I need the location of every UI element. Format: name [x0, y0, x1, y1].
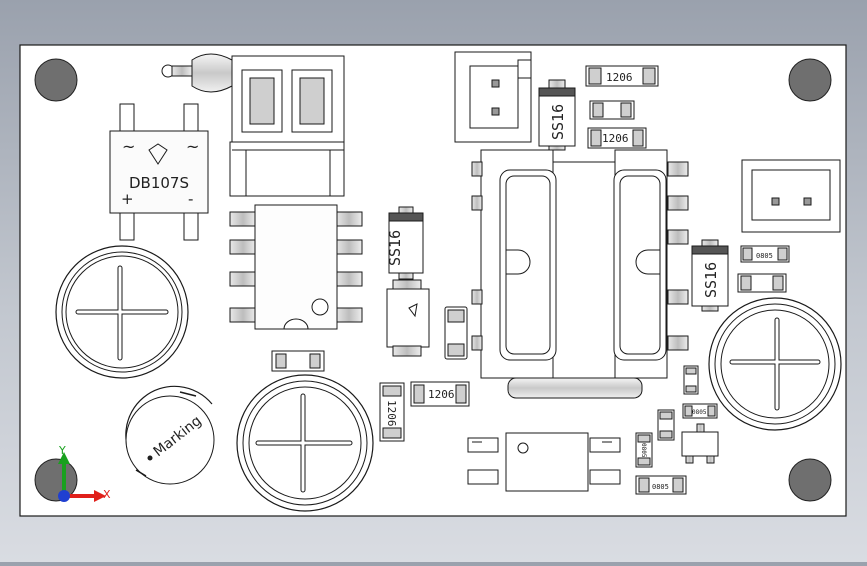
electrolytic-cap-right: [708, 297, 842, 431]
bridge-minus-symbol: -: [188, 190, 193, 208]
diode-right: SS16: [691, 239, 729, 312]
resistor-small-3-label: 0805: [640, 443, 647, 458]
tantalum-component: [386, 279, 430, 357]
resistor-small-2: 0805: [682, 403, 718, 419]
transformer: [471, 149, 689, 399]
resistor-small-4: 0805: [635, 475, 687, 495]
diode-center: SS16: [386, 206, 424, 280]
resistor-small-3: 0805: [635, 432, 653, 468]
mounting-hole-tr: [788, 58, 832, 102]
marking-component: Marking: [125, 385, 215, 485]
triad-y-label: Y: [58, 444, 66, 457]
bridge-part-label: DB107S: [129, 174, 189, 192]
diode-top: SS16: [538, 79, 576, 151]
mounting-hole-br: [788, 458, 832, 502]
mounting-hole-tl: [34, 58, 78, 102]
diode-top-label: SS16: [549, 104, 567, 140]
resistor-mid-h-label: 1206: [428, 388, 455, 401]
resistor-top-1: 1206: [585, 65, 659, 87]
resistor-mid-vertical: 1206: [379, 382, 405, 442]
resistor-small-1: 0805: [740, 245, 790, 263]
resistor-top-2-label: 1206: [602, 132, 629, 145]
resistor-small-1-label: 0805: [756, 252, 773, 260]
mounting-hole-bl: [34, 458, 78, 502]
bridge-ac2-symbol: ~: [186, 137, 199, 156]
bridge-rectifier: ~ ~ DB107S + -: [109, 103, 209, 241]
resistor-small-4-label: 0805: [652, 483, 669, 491]
diode-center-label: SS16: [386, 230, 404, 266]
mounting-holes: [34, 58, 832, 502]
smd-cap-vertical: [444, 306, 468, 360]
electrolytic-cap-left: [55, 245, 189, 379]
diode-right-label: SS16: [702, 262, 720, 298]
capacitor-small-right: [737, 273, 787, 293]
coordinate-triad: Y X: [58, 444, 111, 502]
resistor-top-2: 1206: [587, 127, 647, 149]
capacitor-tiny-1: [683, 365, 699, 395]
bridge-ac1-symbol: ~: [122, 137, 135, 156]
capacitor-tiny-2: [657, 409, 675, 441]
resistor-mid-v-label: 1206: [385, 400, 398, 427]
terminal-block: [161, 53, 345, 197]
capacitor-top: [589, 100, 635, 120]
resistor-small-2-label: 0805: [692, 409, 707, 416]
optocoupler: [467, 432, 621, 492]
ic-8pin: [229, 204, 363, 330]
electrolytic-cap-center: [236, 374, 374, 512]
bridge-plus-symbol: +: [121, 190, 134, 208]
resistor-top-1-label: 1206: [606, 71, 633, 84]
connector-right: [741, 159, 841, 233]
resistor-mid-horizontal: 1206: [410, 381, 470, 407]
triad-x-label: X: [103, 488, 111, 501]
connector-top: [454, 51, 532, 143]
sot23-transistor: [681, 423, 719, 464]
smd-cap-small: [271, 350, 325, 372]
